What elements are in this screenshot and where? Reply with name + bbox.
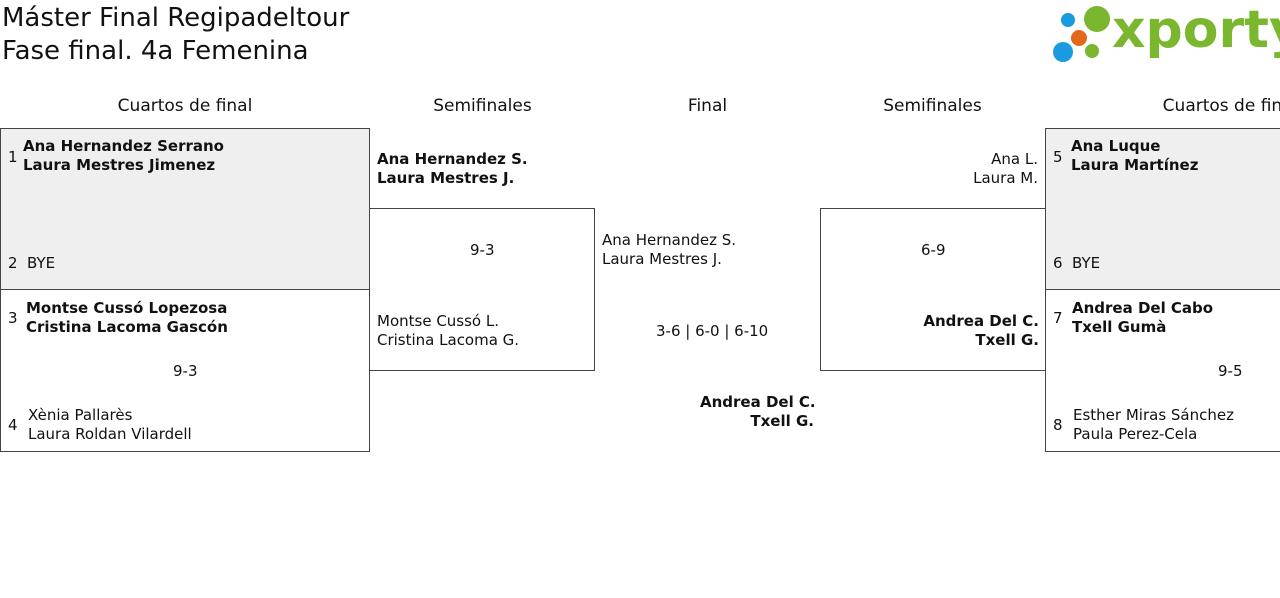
seed-number: 8 [1053,416,1063,434]
player-name: Ana Hernandez Serrano [23,137,224,155]
team-pair[interactable]: Montse Cussó Lopezosa Cristina Lacoma Ga… [26,299,228,337]
player-name: Andrea Del C. [700,393,816,411]
round-header-left-qf: Cuartos de final [117,96,253,116]
player-name: Esther Miras Sánchez [1073,406,1234,424]
player-name: Laura Mestres Jimenez [23,156,216,174]
final-score: 3-6 | 6-0 | 6-10 [656,322,769,340]
seed-number: 4 [8,416,18,434]
player-name: Andrea Del C. [923,312,1039,330]
player-name: Andrea Del Cabo [1072,299,1214,317]
player-name: Txell Gumà [1072,318,1167,336]
team-pair[interactable]: Esther Miras Sánchez Paula Perez-Cela [1073,406,1234,444]
page-subtitle: Fase final. 4a Femenina [2,36,309,66]
round-header-final: Final [687,96,728,116]
seed-number: 3 [8,309,18,327]
team-pair[interactable]: Ana Luque Laura Martínez [1071,137,1198,175]
player-name: Montse Cussó Lopezosa [26,299,228,317]
player-name: Laura M. [973,169,1038,187]
seed-number: 1 [8,148,18,166]
left-sf-team-2[interactable]: Montse Cussó L. Cristina Lacoma G. [377,312,519,350]
player-name: Laura Martínez [1071,156,1199,174]
final-team-1[interactable]: Ana Hernandez S. Laura Mestres J. [602,231,736,269]
xporty-logo[interactable]: xporty [1050,0,1280,68]
final-team-2[interactable]: Andrea Del C. Txell G. [700,393,816,431]
right-qf-match-1[interactable]: 5 Ana Luque Laura Martínez 6 BYE [1045,128,1280,290]
logo-dots-icon [1053,6,1110,62]
match-score: 9-3 [470,241,495,259]
left-sf-team-1[interactable]: Ana Hernandez S. Laura Mestres J. [377,150,528,188]
match-score: 9-3 [173,362,198,380]
seed-number: 6 [1053,254,1063,272]
player-name: Ana Hernandez S. [602,231,737,249]
right-sf-team-1[interactable]: Ana L. Laura M. [900,150,1038,188]
left-sf-match[interactable]: 9-3 Montse Cussó L. Cristina Lacoma G. [369,208,595,371]
round-header-right-qf: Cuartos de final [1162,96,1280,116]
player-name: Laura Mestres J. [602,250,722,268]
bye-label: BYE [1072,254,1101,272]
right-qf-match-2[interactable]: 7 Andrea Del Cabo Txell Gumà 9-5 8 Esthe… [1045,289,1280,452]
team-pair[interactable]: Xènia Pallarès Laura Roldan Vilardell [28,406,192,444]
round-header-right-sf: Semifinales [883,96,982,116]
team-pair[interactable]: Ana Hernandez Serrano Laura Mestres Jime… [23,137,224,175]
round-header-left-sf: Semifinales [433,96,532,116]
player-name: Cristina Lacoma G. [377,331,520,349]
left-qf-match-1[interactable]: 1 Ana Hernandez Serrano Laura Mestres Ji… [0,128,370,290]
player-name: Paula Perez-Cela [1073,425,1198,443]
player-name: Laura Mestres J. [377,169,515,187]
page-title: Máster Final Regipadeltour [2,3,350,33]
seed-number: 2 [8,254,18,272]
seed-number: 5 [1053,148,1063,166]
left-qf-match-2[interactable]: 3 Montse Cussó Lopezosa Cristina Lacoma … [0,289,370,452]
player-name: Ana Hernandez S. [377,150,528,168]
right-sf-team-2[interactable]: Andrea Del C. Txell G. [881,312,1039,350]
bye-label: BYE [27,254,56,272]
player-name: Txell G. [975,331,1039,349]
player-name: Laura Roldan Vilardell [28,425,192,443]
player-name: Ana Luque [1071,137,1161,155]
team-pair[interactable]: Andrea Del Cabo Txell Gumà [1072,299,1213,337]
seed-number: 7 [1053,309,1063,327]
player-name: Xènia Pallarès [28,406,133,424]
logo-text: xporty [1112,0,1280,60]
player-name: Cristina Lacoma Gascón [26,318,228,336]
player-name: Ana L. [991,150,1038,168]
player-name: Txell G. [750,412,814,430]
player-name: Montse Cussó L. [377,312,499,330]
match-score: 6-9 [921,241,946,259]
match-score: 9-5 [1218,362,1243,380]
right-sf-match[interactable]: 6-9 Andrea Del C. Txell G. [820,208,1046,371]
